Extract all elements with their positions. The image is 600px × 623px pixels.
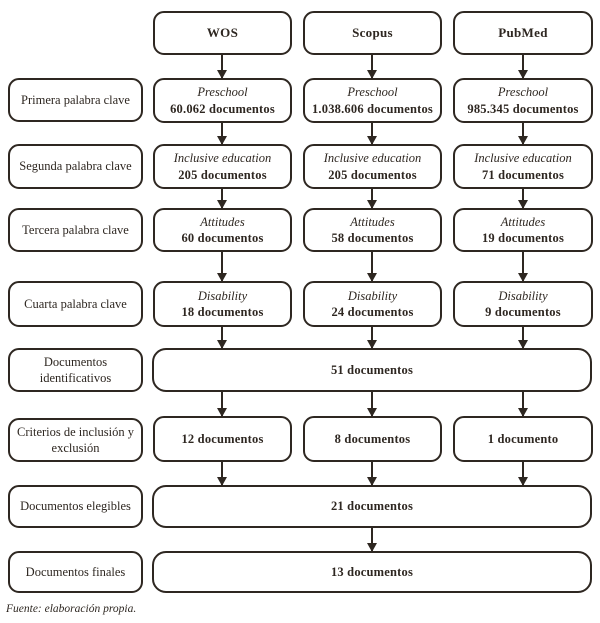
keyword-box-scopus-attitudes: Attitudes 58 documentos — [303, 208, 442, 252]
row-label-text: Tercera palabra clave — [22, 222, 129, 237]
row-label-text: Documentos identificativos — [39, 354, 112, 385]
flow-arrow — [217, 327, 227, 349]
database-box-scopus: Scopus — [303, 11, 442, 55]
row-label-text: Segunda palabra clave — [19, 159, 132, 174]
flow-arrow — [518, 462, 528, 486]
database-box-wos: WOS — [153, 11, 292, 55]
database-name: WOS — [206, 24, 239, 40]
flow-arrow — [367, 327, 377, 349]
row-label-primera: Primera palabra clave — [8, 78, 143, 122]
keyword-text: Inclusive education — [474, 151, 572, 166]
flow-arrow — [518, 252, 528, 282]
criteria-box-wos: 12 documentos — [153, 416, 292, 462]
row-label-text: Documentos finales — [25, 564, 126, 579]
flow-arrow — [217, 123, 227, 145]
keyword-box-pubmed-preschool: Preschool 985.345 documentos — [453, 78, 593, 123]
keyword-box-pubmed-attitudes: Attitudes 19 documentos — [453, 208, 593, 252]
flow-arrow — [518, 55, 528, 79]
count-text: 8 documentos — [334, 431, 411, 446]
database-name: Scopus — [352, 24, 393, 40]
keyword-box-scopus-preschool: Preschool 1.038.606 documentos — [303, 78, 442, 123]
flow-arrow — [518, 327, 528, 349]
count-text: 9 documentos — [485, 305, 561, 319]
criteria-box-scopus: 8 documentos — [303, 416, 442, 462]
final-total-box: 13 documentos — [152, 551, 592, 593]
count-text: 71 documentos — [481, 167, 565, 182]
flow-arrow — [217, 252, 227, 282]
row-label-identificativos: Documentos identificativos — [8, 348, 143, 392]
flow-arrow — [367, 123, 377, 145]
keyword-text: Inclusive education — [173, 151, 272, 166]
count-text: 51 documentos — [330, 362, 414, 377]
keyword-text: Attitudes — [200, 214, 245, 229]
row-label-text: Cuarta palabra clave — [24, 296, 127, 311]
keyword-box-wos-disability: Disability 18 documentos — [153, 281, 292, 327]
keyword-box-pubmed-disability: Disability 9 documentos — [453, 281, 593, 327]
row-label-text: Documentos elegibles — [20, 499, 131, 514]
count-text: 1 documento — [487, 431, 559, 446]
flow-arrow — [217, 462, 227, 486]
keyword-box-scopus-inclusive: Inclusive education 205 documentos — [303, 144, 442, 189]
keyword-text: Preschool — [497, 85, 549, 100]
keyword-text: Disability — [197, 288, 248, 303]
flow-arrow — [518, 392, 528, 417]
keyword-box-wos-attitudes: Attitudes 60 documentos — [153, 208, 292, 252]
count-text: 18 documentos — [181, 305, 264, 319]
count-text: 205 documentos — [178, 167, 267, 182]
count-text: 205 documentos — [328, 167, 417, 182]
count-text: 21 documentos — [330, 499, 414, 514]
row-label-cuarta: Cuarta palabra clave — [8, 281, 143, 327]
criteria-box-pubmed: 1 documento — [453, 416, 593, 462]
flow-arrow — [367, 528, 377, 552]
count-text: 60 documentos — [181, 231, 264, 245]
row-label-criterios: Criterios de inclusión y exclusión — [8, 418, 143, 462]
keyword-box-scopus-disability: Disability 24 documentos — [303, 281, 442, 327]
identified-total-box: 51 documentos — [152, 348, 592, 392]
keyword-box-pubmed-inclusive: Inclusive education 71 documentos — [453, 144, 593, 189]
row-label-segunda: Segunda palabra clave — [8, 144, 143, 189]
flow-arrow — [367, 252, 377, 282]
keyword-text: Disability — [347, 288, 398, 303]
row-label-tercera: Tercera palabra clave — [8, 208, 143, 252]
keyword-text: Inclusive education — [323, 151, 422, 166]
flow-arrow — [518, 123, 528, 145]
flow-arrow — [518, 189, 528, 209]
count-text: 58 documentos — [331, 231, 414, 245]
keyword-text: Preschool — [347, 85, 398, 100]
row-label-finales: Documentos finales — [8, 551, 143, 593]
keyword-text: Preschool — [197, 85, 248, 100]
database-box-pubmed: PubMed — [453, 11, 593, 55]
keyword-text: Attitudes — [500, 214, 546, 229]
count-text: 13 documentos — [330, 564, 414, 579]
count-text: 985.345 documentos — [467, 101, 579, 116]
count-text: 12 documentos — [181, 431, 264, 446]
count-text: 60.062 documentos — [170, 101, 275, 116]
flow-arrow — [217, 55, 227, 79]
count-text: 19 documentos — [481, 231, 565, 245]
flow-arrow — [367, 189, 377, 209]
database-name: PubMed — [498, 24, 548, 40]
row-label-text: Primera palabra clave — [21, 92, 130, 107]
keyword-text: Disability — [498, 288, 548, 303]
eligible-total-box: 21 documentos — [152, 485, 592, 528]
count-text: 24 documentos — [331, 305, 414, 319]
flow-arrow — [367, 55, 377, 79]
count-text: 1.038.606 documentos — [311, 101, 434, 116]
row-label-text: Criterios de inclusión y exclusión — [17, 424, 134, 455]
row-label-elegibles: Documentos elegibles — [8, 485, 143, 528]
keyword-text: Attitudes — [350, 214, 395, 229]
keyword-box-wos-preschool: Preschool 60.062 documentos — [153, 78, 292, 123]
flow-arrow — [217, 392, 227, 417]
source-note: Fuente: elaboración propia. — [6, 603, 137, 615]
keyword-box-wos-inclusive: Inclusive education 205 documentos — [153, 144, 292, 189]
flow-arrow — [367, 462, 377, 486]
flow-arrow — [367, 392, 377, 417]
flow-arrow — [217, 189, 227, 209]
